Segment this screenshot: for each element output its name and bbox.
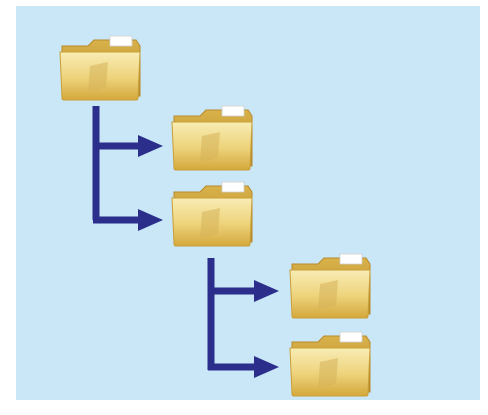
folder-icon xyxy=(289,331,371,397)
arrowhead-2 xyxy=(138,209,163,231)
connector-group-level1 xyxy=(92,106,141,224)
diagram-panel xyxy=(16,6,480,400)
folder-icon xyxy=(171,105,253,171)
folder-hierarchy-diagram xyxy=(16,6,480,400)
folder-icon xyxy=(289,253,371,319)
arrowhead-3 xyxy=(254,280,279,302)
arrowhead-4 xyxy=(254,356,279,378)
folder-icon xyxy=(59,35,141,101)
arrowhead-1 xyxy=(138,135,163,157)
connector-group-level2 xyxy=(207,258,257,371)
folder-icon xyxy=(171,181,253,247)
